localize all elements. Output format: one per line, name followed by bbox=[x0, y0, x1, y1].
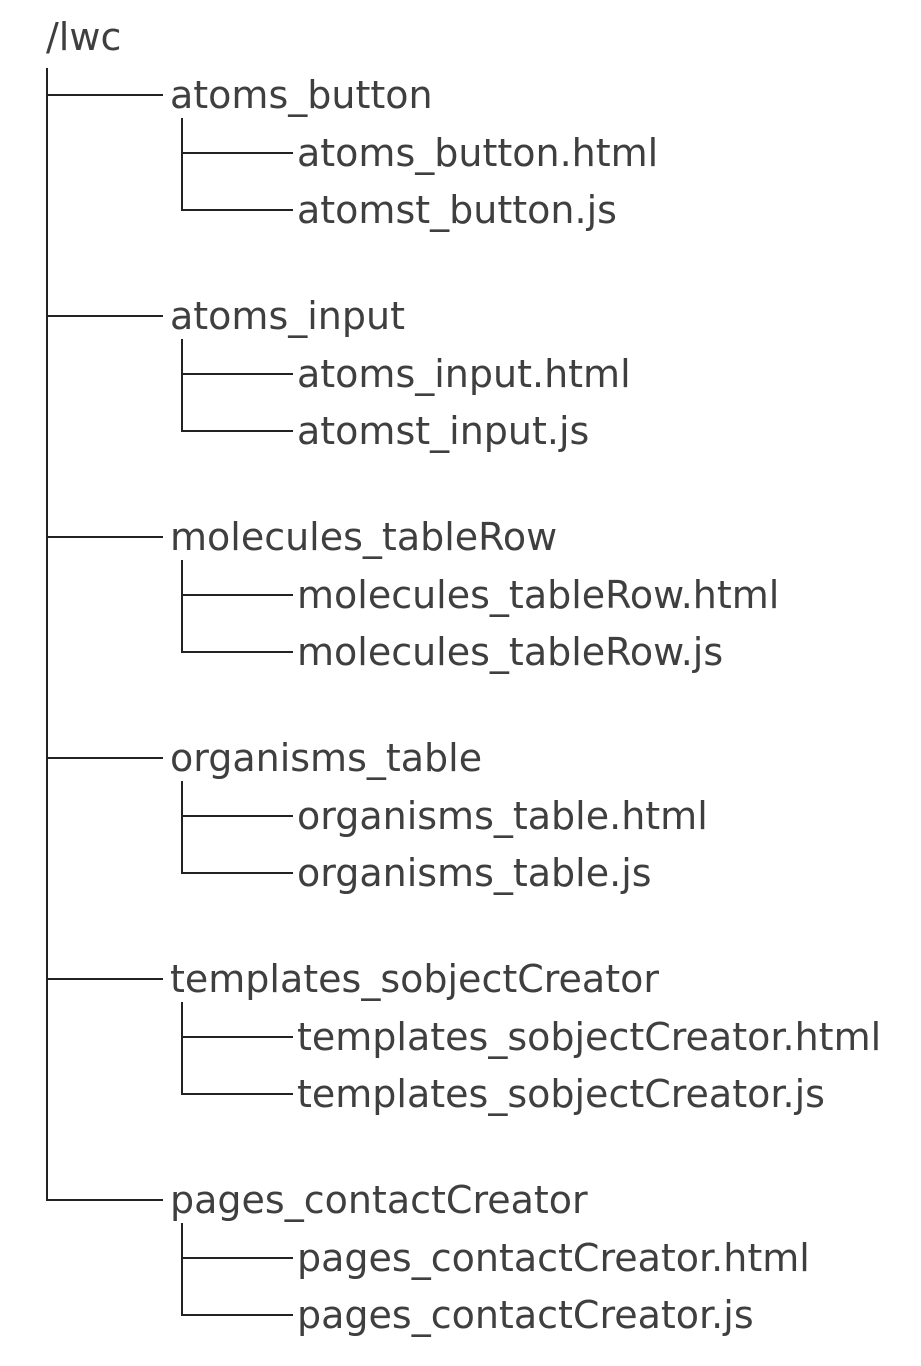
file-label: atoms_button.html bbox=[297, 131, 659, 175]
file-branch-line bbox=[181, 209, 293, 211]
folder-subtrunk-line bbox=[181, 1223, 183, 1316]
file-branch-line bbox=[181, 872, 293, 874]
folder-branch-line bbox=[46, 315, 163, 317]
folder-subtrunk-line bbox=[181, 1002, 183, 1095]
folder-label: pages_contactCreator bbox=[170, 1178, 588, 1222]
file-branch-line bbox=[181, 1093, 293, 1095]
folder-label: atoms_input bbox=[170, 294, 405, 338]
folder-branch-line bbox=[46, 757, 163, 759]
file-label: templates_sobjectCreator.js bbox=[297, 1072, 825, 1116]
file-branch-line bbox=[181, 651, 293, 653]
file-branch-line bbox=[181, 373, 293, 375]
file-label: atomst_button.js bbox=[297, 188, 617, 232]
file-label: organisms_table.js bbox=[297, 851, 652, 895]
folder-label: organisms_table bbox=[170, 736, 483, 780]
file-branch-line bbox=[181, 152, 293, 154]
folder-branch-line bbox=[46, 1199, 163, 1201]
folder-branch-line bbox=[46, 536, 163, 538]
folder-subtrunk-line bbox=[181, 781, 183, 874]
root-folder-label: /lwc bbox=[46, 15, 122, 59]
file-branch-line bbox=[181, 1314, 293, 1316]
file-branch-line bbox=[181, 430, 293, 432]
file-label: templates_sobjectCreator.html bbox=[297, 1015, 882, 1059]
file-branch-line bbox=[181, 815, 293, 817]
file-label: pages_contactCreator.js bbox=[297, 1293, 754, 1337]
folder-branch-line bbox=[46, 94, 163, 96]
folder-label: templates_sobjectCreator bbox=[170, 957, 659, 1001]
file-label: atomst_input.js bbox=[297, 409, 590, 453]
folder-subtrunk-line bbox=[181, 339, 183, 432]
folder-subtrunk-line bbox=[181, 118, 183, 211]
file-label: molecules_tableRow.js bbox=[297, 630, 724, 674]
tree-trunk-line bbox=[46, 68, 48, 1201]
folder-label: atoms_button bbox=[170, 73, 433, 117]
file-branch-line bbox=[181, 1036, 293, 1038]
file-branch-line bbox=[181, 594, 293, 596]
file-label: pages_contactCreator.html bbox=[297, 1236, 810, 1280]
file-label: atoms_input.html bbox=[297, 352, 631, 396]
file-branch-line bbox=[181, 1257, 293, 1259]
file-label: organisms_table.html bbox=[297, 794, 708, 838]
folder-subtrunk-line bbox=[181, 560, 183, 653]
file-label: molecules_tableRow.html bbox=[297, 573, 780, 617]
folder-label: molecules_tableRow bbox=[170, 515, 558, 559]
folder-branch-line bbox=[46, 978, 163, 980]
